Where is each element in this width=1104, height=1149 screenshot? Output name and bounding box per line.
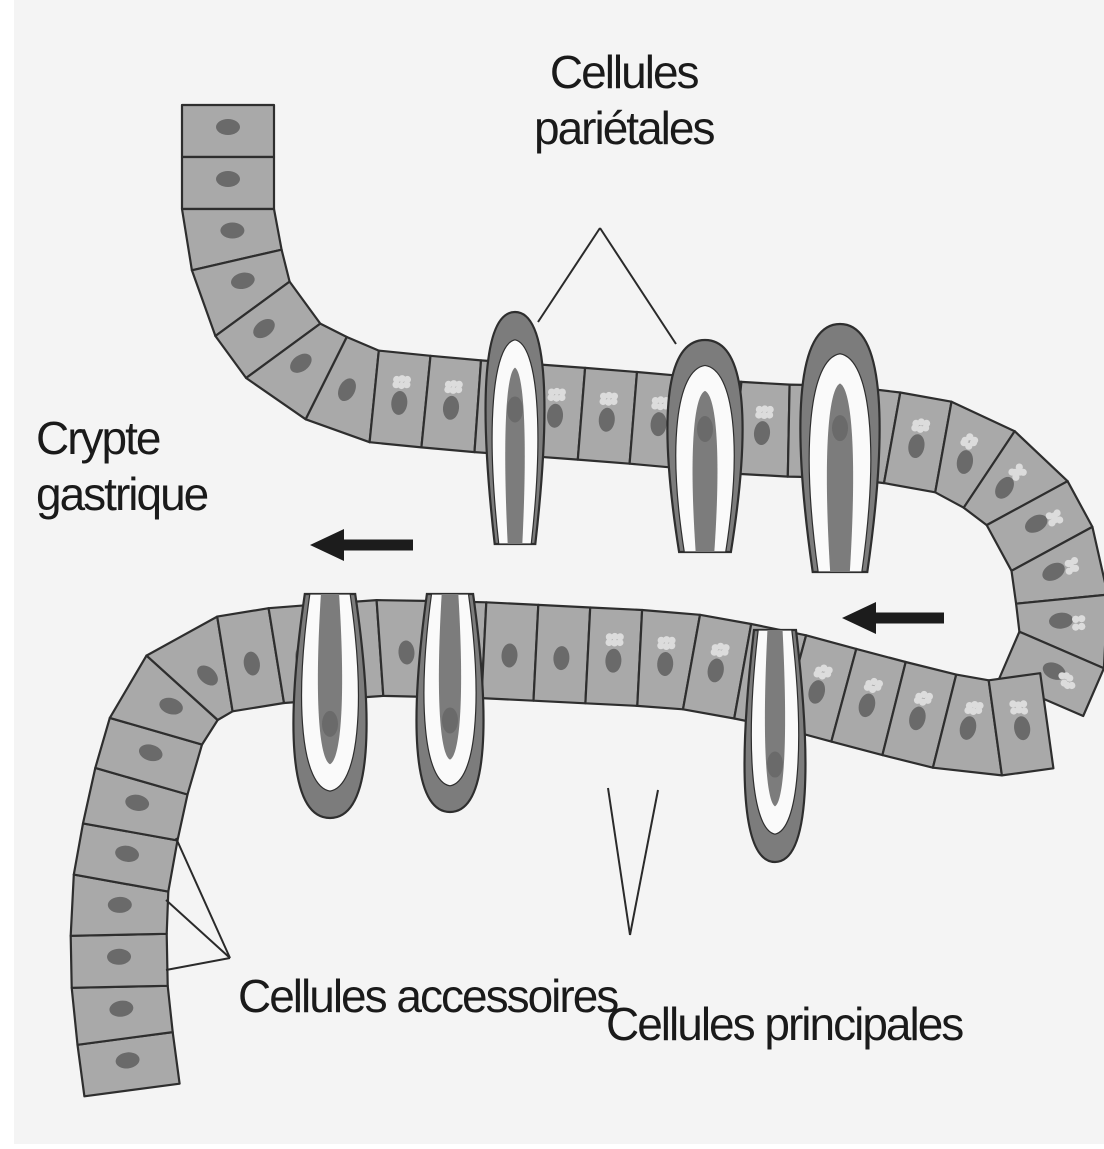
secretory-granule xyxy=(1066,568,1073,575)
secretory-granule xyxy=(1056,516,1063,523)
secretory-granule xyxy=(559,389,566,396)
secretory-granule xyxy=(756,406,763,413)
cell-nucleus xyxy=(220,223,244,239)
secretory-granule xyxy=(965,443,972,450)
secretory-granule xyxy=(970,708,977,715)
secretory-granule xyxy=(611,393,618,400)
secretory-granule xyxy=(876,680,883,687)
parietal-cytoplasm xyxy=(439,594,461,760)
secretory-granule xyxy=(606,633,613,640)
secretory-granule xyxy=(1064,682,1071,689)
cell-nucleus xyxy=(216,119,240,135)
parietal-cytoplasm xyxy=(827,384,853,572)
secretory-granule xyxy=(1020,469,1027,476)
secretory-granule xyxy=(1048,519,1055,526)
cell-nucleus xyxy=(216,171,240,187)
secretory-granule xyxy=(1072,616,1079,623)
secretory-granule xyxy=(404,376,411,383)
label-accessory-cells: Cellules accessoires xyxy=(238,968,617,1024)
secretory-granule xyxy=(652,397,659,404)
secretory-granule xyxy=(456,381,463,388)
secretory-granule xyxy=(553,395,560,402)
label-parietal-cells: Cellules pariétales xyxy=(534,44,713,156)
secretory-granule xyxy=(1020,700,1027,707)
secretory-granule xyxy=(912,420,919,427)
secretory-granule xyxy=(923,420,930,427)
label-crypt-line-1: Crypte xyxy=(36,410,207,466)
parietal-cytoplasm xyxy=(318,594,342,764)
secretory-granule xyxy=(819,672,826,679)
secretory-granule xyxy=(445,381,452,388)
secretory-granule xyxy=(917,426,924,433)
secretory-granule xyxy=(1012,474,1019,481)
secretory-granule xyxy=(976,702,983,709)
label-parietal-line-1: Cellules xyxy=(534,44,713,100)
secretory-granule xyxy=(1078,623,1085,630)
secretory-granule xyxy=(657,403,664,410)
parietal-nucleus xyxy=(767,752,783,778)
secretory-granule xyxy=(450,387,457,394)
secretory-granule xyxy=(1066,675,1073,682)
parietal-cytoplasm xyxy=(505,368,525,544)
secretory-granule xyxy=(1016,706,1023,713)
parietal-cytoplasm xyxy=(765,630,785,806)
secretory-granule xyxy=(826,667,833,674)
secretory-granule xyxy=(722,644,729,651)
secretory-granule xyxy=(716,650,723,657)
parietal-nucleus xyxy=(832,415,848,441)
secretory-granule xyxy=(393,376,400,383)
secretory-granule xyxy=(663,643,670,650)
secretory-granule xyxy=(761,412,768,419)
secretory-granule xyxy=(658,637,665,644)
label-parietal-line-2: pariétales xyxy=(534,100,713,156)
secretory-granule xyxy=(398,382,405,389)
secretory-granule xyxy=(548,389,555,396)
secretory-granule xyxy=(919,699,926,706)
secretory-granule xyxy=(926,693,933,700)
label-gastric-crypt: Crypte gastrique xyxy=(36,410,207,522)
secretory-granule xyxy=(605,399,612,406)
secretory-granule xyxy=(971,437,978,444)
label-chief-cells: Cellules principales xyxy=(606,996,962,1052)
secretory-granule xyxy=(600,393,607,400)
parietal-cytoplasm xyxy=(693,391,718,552)
secretory-granule xyxy=(767,406,774,413)
label-crypt-line-2: gastrique xyxy=(36,466,207,522)
parietal-nucleus xyxy=(697,416,713,442)
secretory-granule xyxy=(869,686,876,693)
secretory-granule xyxy=(668,637,675,644)
secretory-granule xyxy=(617,633,624,640)
parietal-nucleus xyxy=(507,396,523,422)
secretory-granule xyxy=(1009,700,1016,707)
secretory-granule xyxy=(712,644,719,651)
parietal-nucleus xyxy=(442,707,458,733)
secretory-granule xyxy=(1072,565,1079,572)
secretory-granule xyxy=(1058,672,1065,679)
secretory-granule xyxy=(611,639,618,646)
parietal-nucleus xyxy=(322,711,338,737)
